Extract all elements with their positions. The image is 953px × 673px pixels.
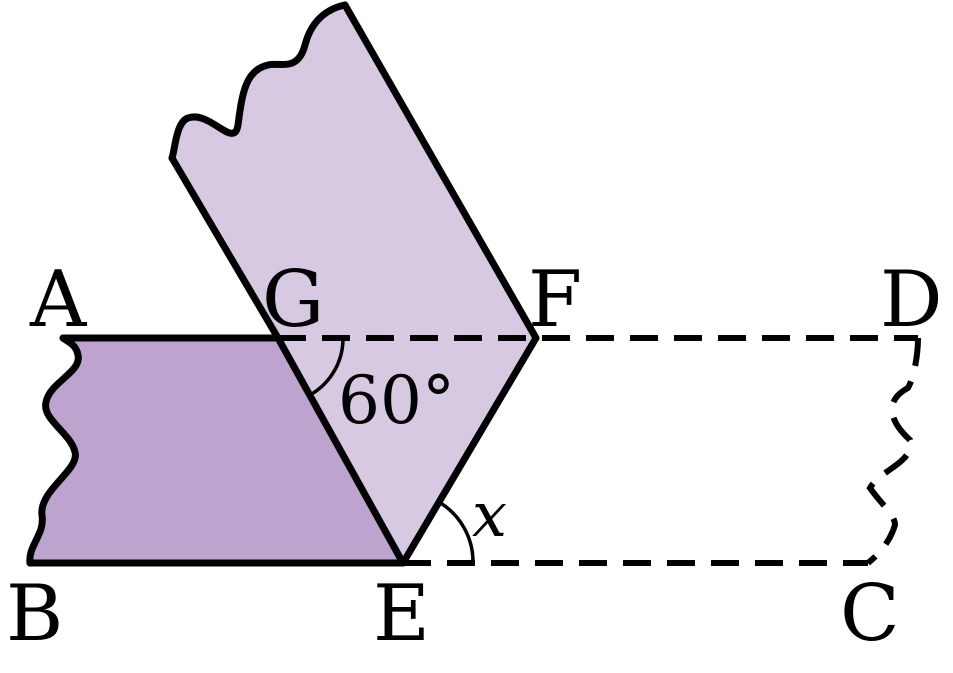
flap-edge-EF — [399, 334, 540, 567]
angle-label-x: x — [472, 478, 507, 551]
flap-edge-right — [341, 1, 540, 342]
point-label-D: D — [880, 255, 943, 345]
point-label-A: A — [29, 255, 88, 345]
torn-edge-left — [26, 334, 82, 567]
dashed-torn-edge-right — [866, 337, 921, 566]
point-label-F: F — [528, 255, 582, 345]
angle-arc-60 — [309, 337, 345, 397]
angle-arc-x — [438, 500, 475, 564]
point-label-C: C — [840, 569, 900, 659]
point-label-G: G — [262, 255, 324, 345]
torn-edge-top — [168, 1, 349, 162]
unfolded-region — [29, 338, 403, 563]
point-label-E: E — [373, 569, 430, 659]
point-label-B: B — [6, 569, 63, 659]
flap-edge-left — [168, 154, 282, 342]
fold-line-GE — [274, 334, 407, 567]
angle-label-60: 60° — [338, 362, 455, 439]
folded-flap — [172, 5, 536, 563]
